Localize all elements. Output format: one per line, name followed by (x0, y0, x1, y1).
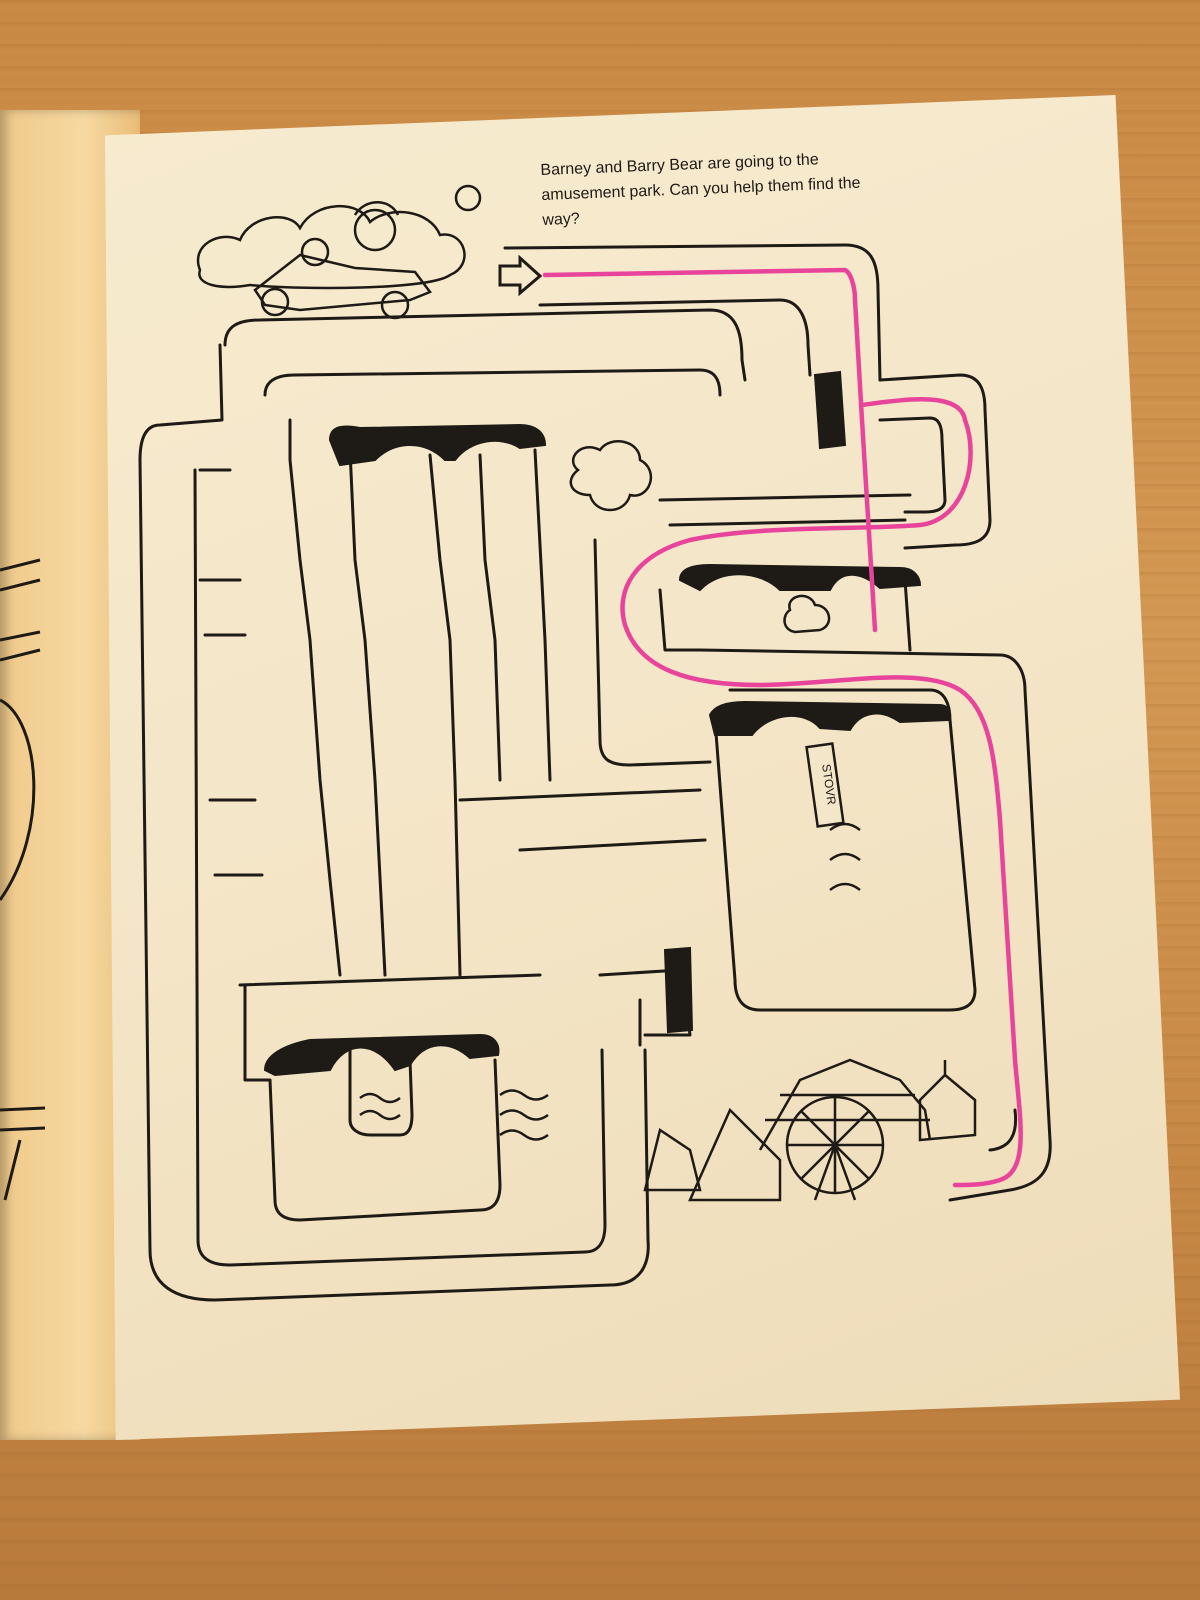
tunnel-sign: STOVR (805, 742, 845, 828)
left-page-sketches (0, 558, 46, 1201)
maze-bridges (263, 370, 950, 1077)
water-and-trees (359, 440, 861, 1141)
arrow-icon (498, 254, 543, 297)
maze-paths (138, 243, 1052, 1302)
sign-text: STOVR (819, 763, 839, 806)
car-with-bears-illustration (196, 184, 482, 320)
highlighter-solution-path (542, 267, 1023, 1188)
amusement-park-illustration (643, 1058, 977, 1202)
